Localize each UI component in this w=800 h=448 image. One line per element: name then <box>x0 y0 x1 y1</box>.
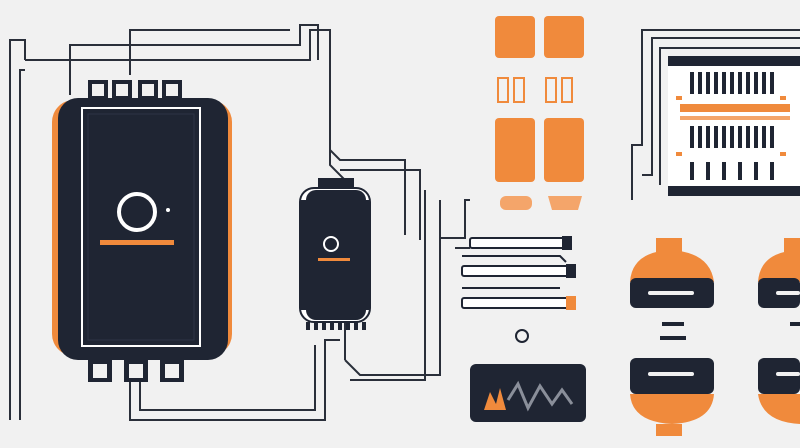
cable-bundle-icon <box>461 236 576 343</box>
orange-cell-stack-icon <box>495 16 584 210</box>
waveform-monitor-icon <box>470 364 586 422</box>
large-battery-icon <box>52 80 232 382</box>
server-rack-icon <box>631 29 800 200</box>
power-button-icon <box>117 192 170 232</box>
energy-storage-pod-icon <box>630 238 800 436</box>
small-battery-icon <box>299 178 371 330</box>
